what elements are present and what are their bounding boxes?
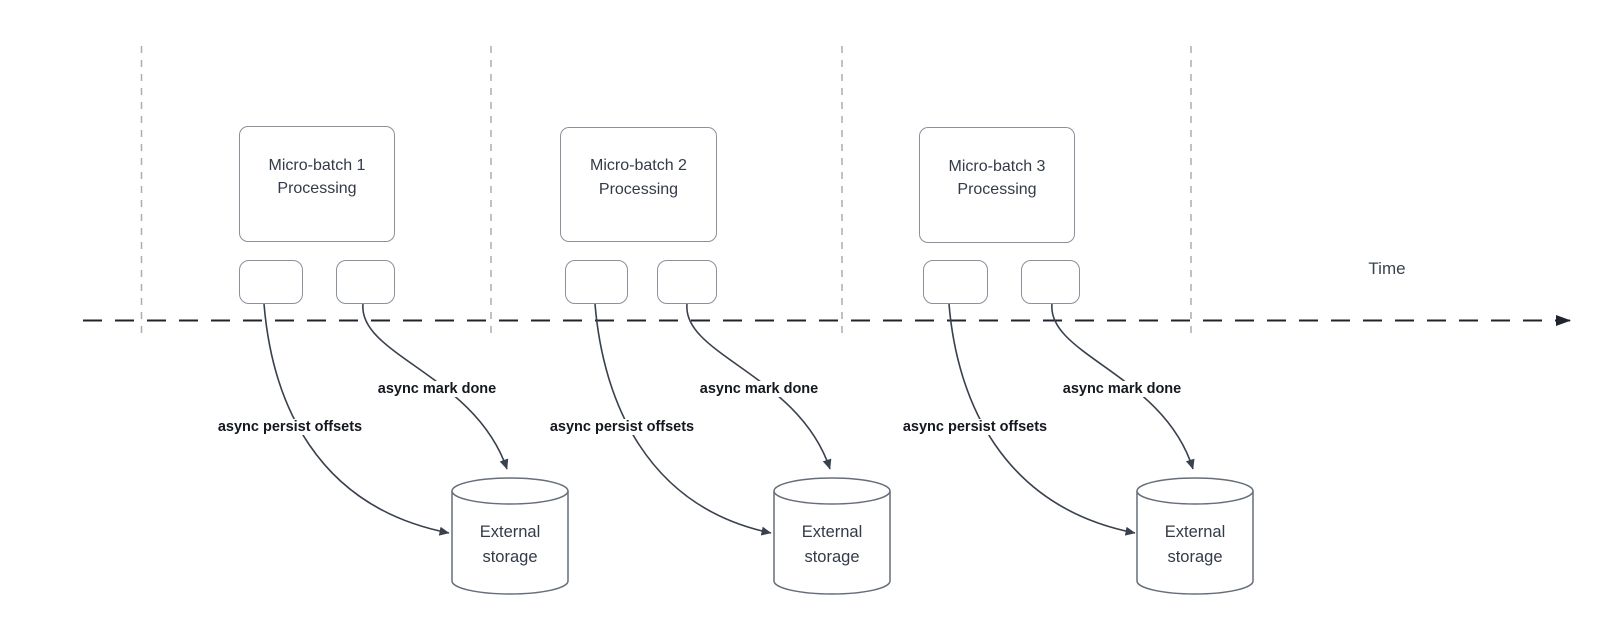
- time-axis-label: Time: [1368, 259, 1406, 278]
- mark-done-arrow-2: [686, 303, 832, 470]
- database-cylinder-icon: [1136, 477, 1254, 595]
- external-storage-cylinder-1: External storage: [451, 477, 569, 595]
- external-storage-label-3: External storage: [1164, 523, 1226, 566]
- external-storage-cylinder-2: External storage: [773, 477, 891, 595]
- external-storage-label-1: External storage: [479, 523, 541, 566]
- micro-batch-1-task-box-right: [336, 260, 395, 304]
- micro-batch-1-box: Micro-batch 1 Processing: [239, 126, 395, 242]
- persist-offsets-label-3: async persist offsets: [900, 419, 1050, 435]
- external-storage-label-2: External storage: [801, 523, 863, 566]
- persist-offsets-arrow-1: [263, 303, 450, 536]
- mark-done-label-2: async mark done: [697, 381, 821, 397]
- micro-batch-2-task-box-left: [565, 260, 628, 304]
- micro-batch-3-box: Micro-batch 3 Processing: [919, 127, 1075, 243]
- persist-offsets-label-1: async persist offsets: [215, 419, 365, 435]
- mark-done-arrow-1: [362, 303, 509, 470]
- database-cylinder-icon: [451, 477, 569, 595]
- persist-offsets-arrow-2: [594, 303, 772, 536]
- mark-done-arrow-3: [1051, 303, 1195, 470]
- micro-batch-2-box: Micro-batch 2 Processing: [560, 127, 717, 242]
- micro-batch-3-task-box-right: [1021, 260, 1080, 304]
- persist-offsets-arrow-3: [948, 303, 1136, 536]
- micro-batch-3-task-box-left: [923, 260, 988, 304]
- micro-batch-1-task-box-left: [239, 260, 303, 304]
- mark-done-label-3: async mark done: [1060, 381, 1184, 397]
- persist-offsets-label-2: async persist offsets: [547, 419, 697, 435]
- mark-done-label-1: async mark done: [375, 381, 499, 397]
- micro-batch-2-task-box-right: [657, 260, 717, 304]
- external-storage-cylinder-3: External storage: [1136, 477, 1254, 595]
- database-cylinder-icon: [773, 477, 891, 595]
